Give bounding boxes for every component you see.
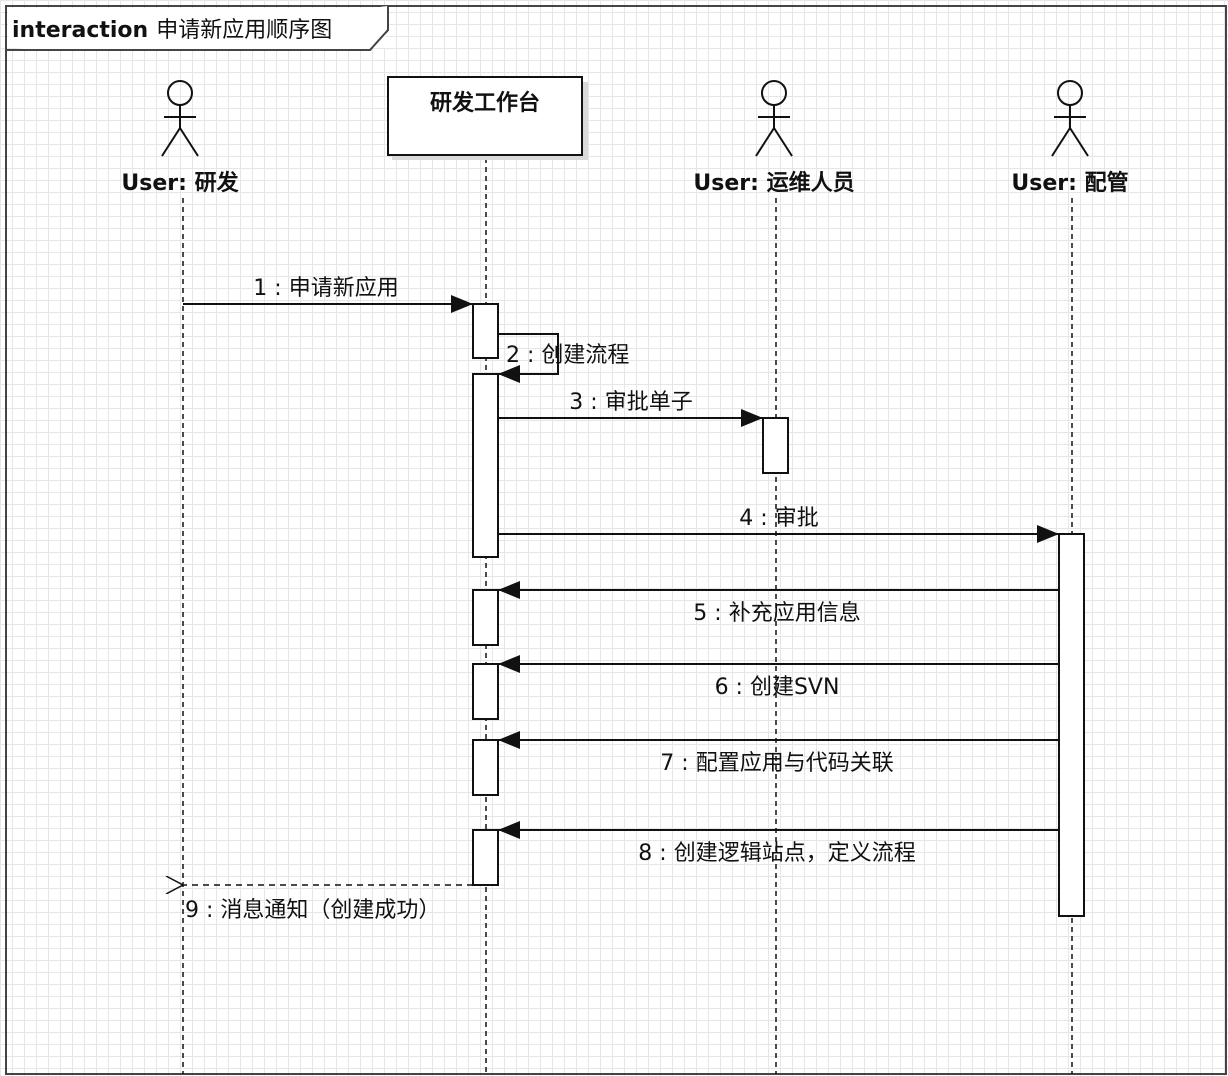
activation-workbench-4 (472, 663, 499, 720)
message-labels: 1 : 申请新应用 2 : 创建流程 3 : 审批单子 4 : 审批 5 : 补… (185, 276, 916, 923)
actor-cm-name: User: 配管 (1011, 170, 1128, 196)
message-7-label: 7 : 配置应用与代码关联 (660, 751, 893, 776)
activation-workbench-2 (472, 373, 499, 558)
message-1-label: 1 : 申请新应用 (253, 276, 398, 301)
activation-workbench-5 (472, 739, 499, 796)
frame-name: 申请新应用顺序图 (156, 18, 332, 43)
actor-dev (161, 80, 199, 157)
activation-workbench-1 (472, 303, 499, 359)
message-9-label: 9 : 消息通知（创建成功） (185, 898, 440, 923)
lifelines (182, 158, 1073, 1074)
actor-dev-name: User: 研发 (121, 170, 239, 196)
participant-workbench: 研发工作台 (387, 76, 588, 160)
actor-head (1057, 80, 1083, 106)
actor-head (167, 80, 193, 106)
message-2-arrow (498, 333, 559, 383)
frame-keyword: interaction (12, 18, 148, 43)
actor-ops-name: User: 运维人员 (693, 170, 854, 196)
frame-border (5, 5, 1227, 1075)
activation-workbench-3 (472, 589, 499, 646)
participant-box (387, 76, 583, 156)
message-8-label: 8 : 创建逻辑站点，定义流程 (638, 841, 915, 866)
frame-title: interaction 申请新应用顺序图 (12, 18, 332, 43)
activation-ops (762, 417, 789, 474)
message-5-label: 5 : 补充应用信息 (693, 601, 860, 626)
actor-head (761, 80, 787, 106)
participant-workbench-name: 研发工作台 (430, 90, 540, 116)
interaction-frame: interaction 申请新应用顺序图 (5, 5, 1227, 1075)
message-4-label: 4 : 审批 (739, 506, 818, 531)
activations (472, 303, 1085, 917)
actor-ops (755, 80, 793, 157)
message-6-label: 6 : 创建SVN (715, 675, 840, 700)
activation-workbench-6 (472, 829, 499, 886)
message-2-label: 2 : 创建流程 (506, 343, 629, 368)
messages (183, 295, 1059, 885)
message-3-label: 3 : 审批单子 (569, 390, 692, 415)
actor-cm (1051, 80, 1089, 157)
activation-cm (1058, 533, 1085, 917)
